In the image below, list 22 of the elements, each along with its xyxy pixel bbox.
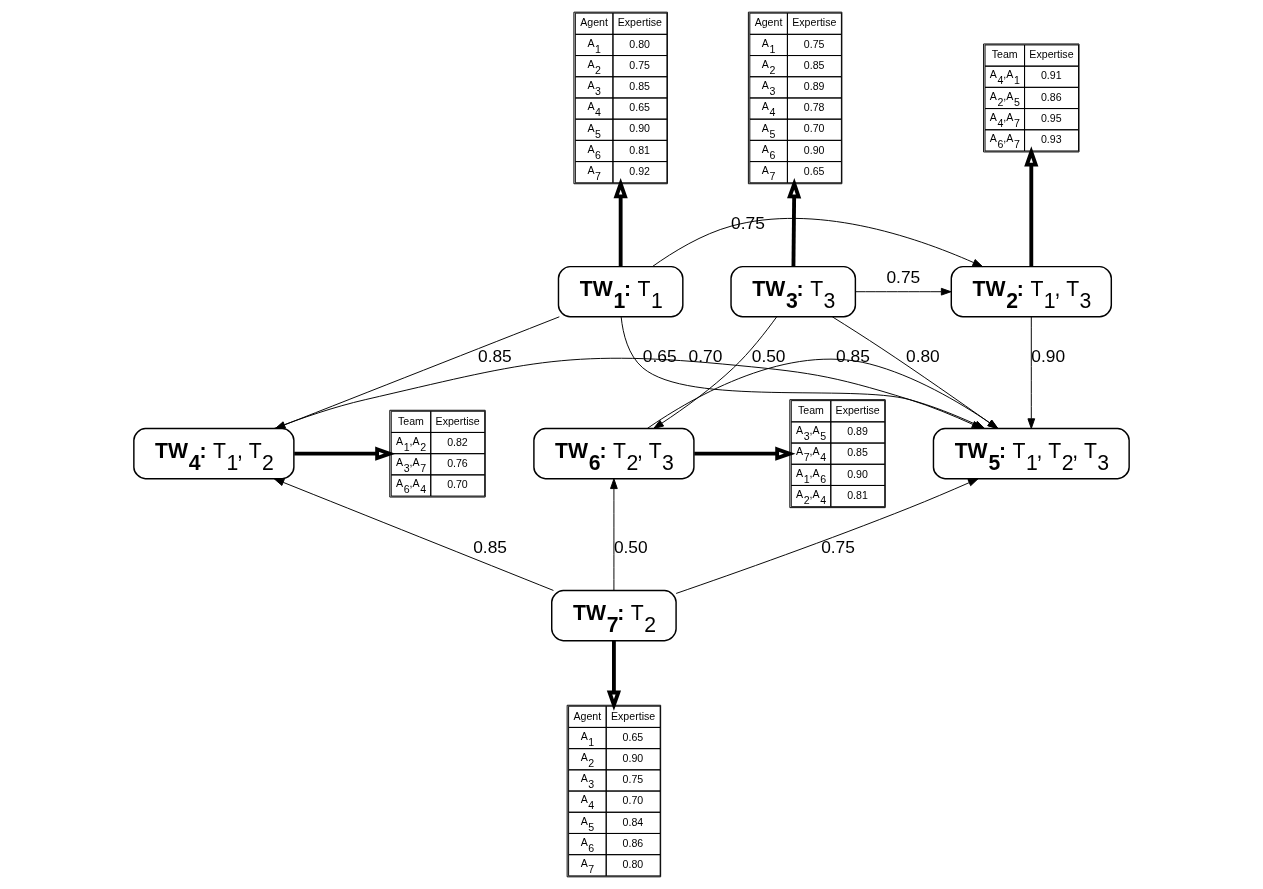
arrow — [606, 640, 621, 711]
arrow — [610, 478, 618, 591]
edge-label: 0.75 — [821, 537, 855, 558]
arrow — [787, 178, 802, 267]
edge-label: 0.90 — [1031, 346, 1066, 367]
arrow — [273, 478, 554, 591]
edge-label: 0.80 — [905, 346, 940, 367]
arrow — [651, 217, 984, 268]
arrow — [653, 316, 778, 429]
arrow — [294, 446, 396, 461]
edge-label: 0.50 — [613, 537, 648, 558]
arrow — [694, 446, 796, 461]
arrow — [1024, 146, 1039, 267]
edge-label: 0.50 — [751, 346, 786, 367]
edge-label: 0.75 — [886, 267, 921, 288]
edge-label: 0.85 — [473, 537, 507, 558]
edge-label: 0.85 — [477, 346, 512, 367]
arrow — [1027, 316, 1036, 429]
edge-label: 0.70 — [688, 346, 723, 367]
arrow — [675, 478, 979, 594]
arrow — [854, 287, 952, 296]
arrow — [613, 178, 628, 267]
